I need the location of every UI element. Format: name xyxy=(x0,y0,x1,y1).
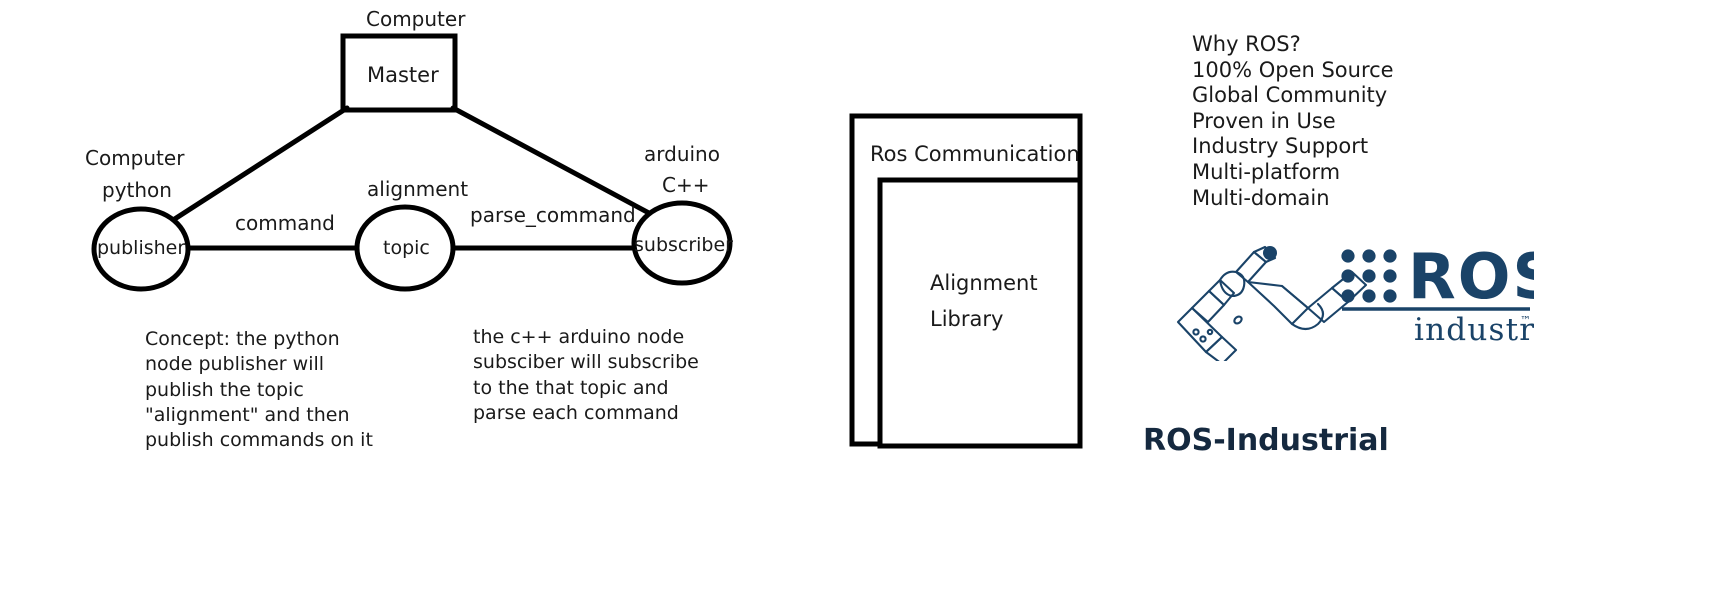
why-ros-item: Proven in Use xyxy=(1192,108,1336,133)
note-subscriber-concept: the c++ arduino node subsciber will subs… xyxy=(473,325,699,426)
edge-label-command: command xyxy=(235,211,335,235)
subscriber-node-label: subscriber xyxy=(634,234,733,256)
publisher-node-label: publisher xyxy=(97,237,186,259)
topic-caption-alignment: alignment xyxy=(367,177,469,201)
alignment-label: Alignment xyxy=(930,271,1038,295)
why-ros-item: Why ROS? xyxy=(1192,32,1301,56)
note-publisher-line: Concept: the python xyxy=(145,328,340,350)
why-ros-item: Global Community xyxy=(1192,83,1388,108)
robot-arm-icon xyxy=(1176,245,1368,361)
dot-grid-icon xyxy=(1341,249,1397,303)
edge-label-parse-command: parse_command xyxy=(470,203,636,227)
topic-node-label: topic xyxy=(383,237,430,259)
why-ros-item: Multi-platform xyxy=(1192,160,1341,185)
edge-master-publisher xyxy=(167,105,350,225)
note-subscriber-line: to the that topic and xyxy=(473,376,669,399)
note-publisher-line: publish the topic xyxy=(145,378,304,401)
why-ros-item: 100% Open Source xyxy=(1192,57,1394,82)
subscriber-caption-cpp: C++ xyxy=(662,173,710,197)
note-publisher-line: publish commands on it xyxy=(145,429,373,452)
note-publisher-line: "alignment" and then xyxy=(145,403,350,426)
publisher-caption-computer: Computer xyxy=(85,146,185,170)
master-caption: Computer xyxy=(366,7,466,31)
note-subscriber-line: parse each command xyxy=(473,401,679,424)
note-subscriber-line: subsciber will subscribe xyxy=(473,351,699,374)
why-ros-item: Industry Support xyxy=(1192,134,1369,159)
subscriber-caption-arduino: arduino xyxy=(644,142,720,166)
ros-industrial-caption: ROS-Industrial xyxy=(1143,423,1389,458)
logo-trademark: ™ xyxy=(1520,314,1531,327)
publisher-caption-python: python xyxy=(102,178,172,202)
master-box-label: Master xyxy=(367,63,439,87)
logo-subword: industrial xyxy=(1414,312,1534,348)
ros-industrial-logo: ROS industrial ™ xyxy=(1162,236,1534,361)
logo-wordmark: ROS xyxy=(1408,240,1534,313)
why-ros-item: Multi-domain xyxy=(1192,185,1330,210)
note-publisher-line: node publisher will xyxy=(145,353,325,376)
note-subscriber-line: the c++ arduino node xyxy=(473,326,685,348)
ros-communication-label: Ros Communication xyxy=(870,142,1080,166)
library-label: Library xyxy=(930,307,1004,331)
why-ros-list: Why ROS? 100% Open Source Global Communi… xyxy=(1192,32,1394,211)
note-publisher-concept: Concept: the python node publisher will … xyxy=(145,327,373,453)
